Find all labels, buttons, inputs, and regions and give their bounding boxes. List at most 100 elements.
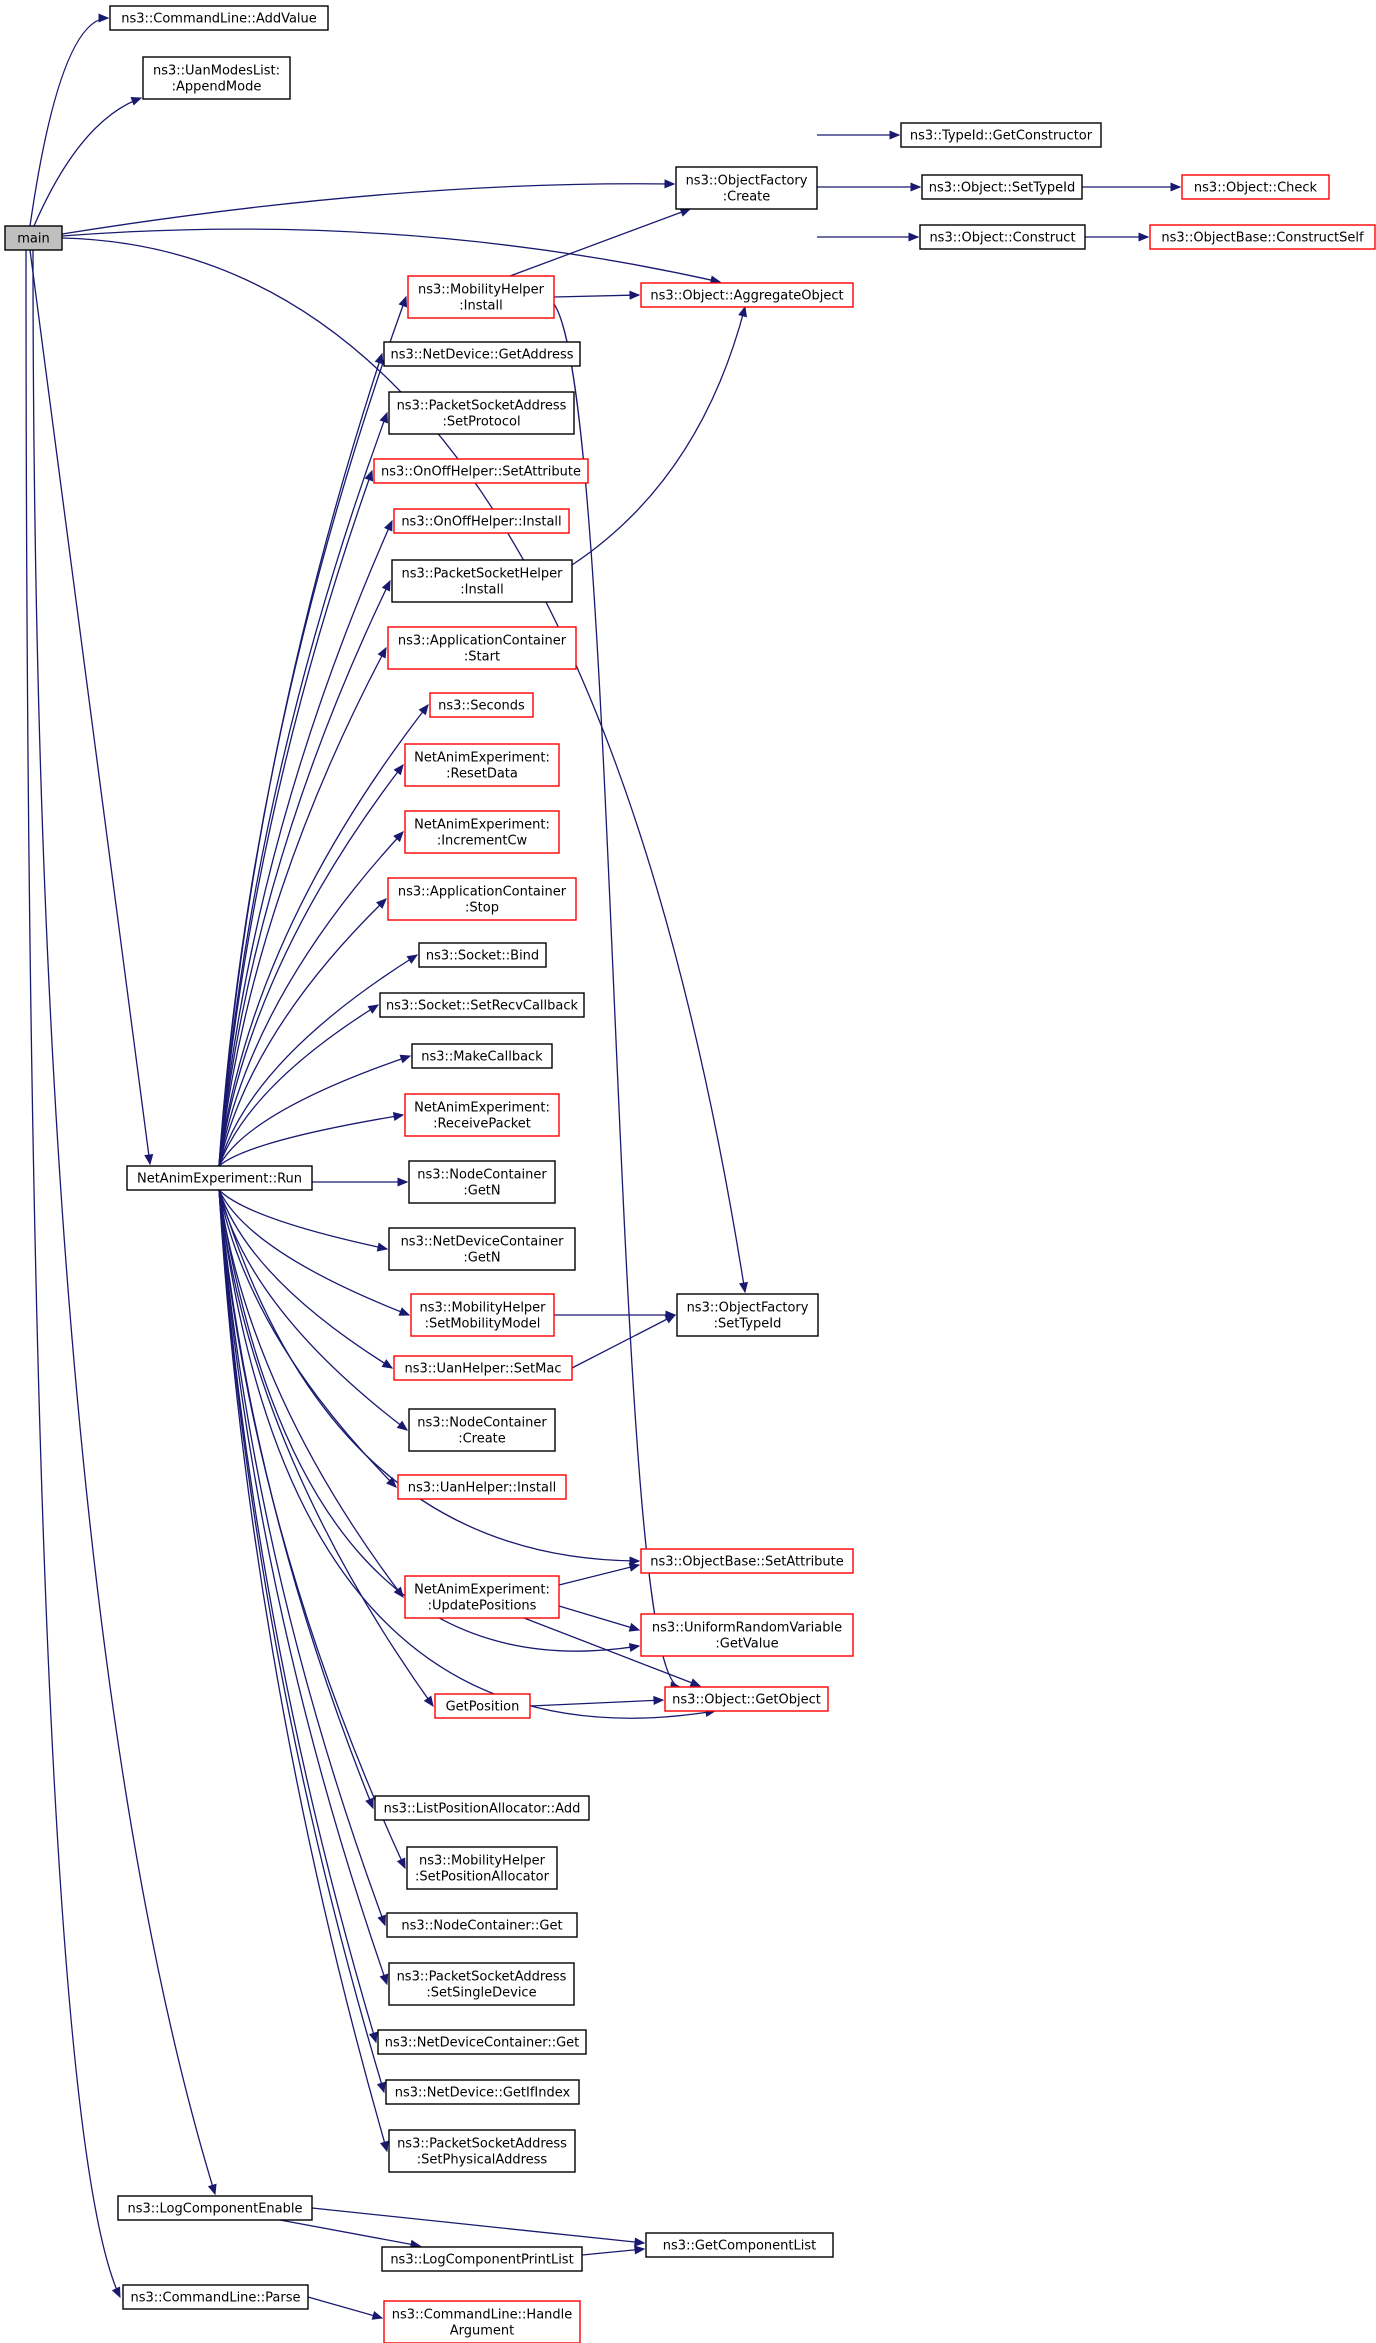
node-getcomplist[interactable]: ns3::GetComponentList xyxy=(645,2232,834,2258)
node-onoff-install[interactable]: ns3::OnOffHelper::Install xyxy=(393,508,570,534)
edge-main-to-nae-run xyxy=(29,249,154,1166)
node-box xyxy=(379,992,585,1018)
edge-log-printlist-to-getcomplist xyxy=(581,2245,646,2256)
node-box xyxy=(381,2246,583,2272)
arrowhead xyxy=(367,1004,380,1014)
edge-cl-parse-to-cl-handlearg xyxy=(307,2296,384,2320)
node-obj-aggregate[interactable]: ns3::Object::AggregateObject xyxy=(640,282,854,308)
node-mob-setmobmodel[interactable]: ns3::MobilityHelper:SetMobilityModel xyxy=(410,1293,555,1337)
node-of-settypeid[interactable]: ns3::ObjectFactory:SetTypeId xyxy=(676,1293,819,1337)
node-box xyxy=(117,2195,313,2221)
node-main[interactable]: main xyxy=(4,225,63,251)
node-label: ns3::NetDevice::GetIfIndex xyxy=(395,2086,571,2101)
edge-of-create-to-typeid-getconstructor xyxy=(817,130,901,140)
node-cl-parse[interactable]: ns3::CommandLine::Parse xyxy=(122,2284,309,2310)
node-nd-getaddress[interactable]: ns3::NetDevice::GetAddress xyxy=(383,341,581,367)
node-uan-install[interactable]: ns3::UanHelper::Install xyxy=(397,1474,567,1500)
node-nae-incrementcw[interactable]: NetAnimExperiment::IncrementCw xyxy=(404,810,560,854)
node-psa-setphys[interactable]: ns3::PacketSocketAddress:SetPhysicalAddr… xyxy=(388,2129,576,2173)
node-sock-setrecv[interactable]: ns3::Socket::SetRecvCallback xyxy=(379,992,585,1018)
node-onoff-setattr[interactable]: ns3::OnOffHelper::SetAttribute xyxy=(373,458,589,484)
node-uan-appendmode[interactable]: ns3::UanModesList::AppendMode xyxy=(142,56,291,100)
call-nodes: main ns3::CommandLine::AddValuens3::UanMo… xyxy=(4,5,1376,2343)
node-label: ns3::CommandLine::Parse xyxy=(130,2291,300,2306)
arrowhead xyxy=(1170,182,1182,192)
node-label: ns3::ApplicationContainer xyxy=(398,885,567,900)
node-label: :SetPositionAllocator xyxy=(415,1870,550,1885)
node-lpa-add[interactable]: ns3::ListPositionAllocator::Add xyxy=(374,1795,590,1821)
node-box xyxy=(404,1093,560,1137)
arrowhead xyxy=(628,1642,641,1652)
node-log-printlist[interactable]: ns3::LogComponentPrintList xyxy=(381,2246,583,2272)
arrowhead xyxy=(392,1112,405,1122)
node-psa-setsingle[interactable]: ns3::PacketSocketAddress:SetSingleDevice xyxy=(388,1962,575,2006)
node-getposition[interactable]: GetPosition xyxy=(434,1693,531,1719)
node-label: :SetProtocol xyxy=(442,415,520,430)
node-log-enable[interactable]: ns3::LogComponentEnable xyxy=(117,2195,313,2221)
node-box xyxy=(675,166,818,210)
node-box xyxy=(397,1474,567,1500)
node-objbase-constructself[interactable]: ns3::ObjectBase::ConstructSelf xyxy=(1149,224,1376,250)
node-label: ns3::LogComponentPrintList xyxy=(390,2253,573,2268)
node-label: ns3::NetDeviceContainer xyxy=(401,1235,565,1250)
node-sock-bind[interactable]: ns3::Socket::Bind xyxy=(418,942,547,968)
arrowhead xyxy=(381,579,391,592)
node-seconds[interactable]: ns3::Seconds xyxy=(429,692,534,718)
arrowhead xyxy=(374,352,384,365)
node-psh-install[interactable]: ns3::PacketSocketHelper:Install xyxy=(391,559,573,603)
edge-nae-run-to-nd-getaddress xyxy=(218,352,384,1167)
node-nc-create[interactable]: ns3::NodeContainer:Create xyxy=(408,1408,556,1452)
node-cl-addvalue[interactable]: ns3::CommandLine::AddValue xyxy=(109,5,329,31)
node-objbase-setattr[interactable]: ns3::ObjectBase::SetAttribute xyxy=(640,1548,854,1574)
arrowhead xyxy=(634,2245,646,2255)
node-ndc-getn[interactable]: ns3::NetDeviceContainer:GetN xyxy=(388,1227,576,1271)
node-box xyxy=(386,1912,578,1938)
node-nc-get[interactable]: ns3::NodeContainer::Get xyxy=(386,1912,578,1938)
node-obj-check[interactable]: ns3::Object::Check xyxy=(1181,174,1330,200)
node-urv-getvalue[interactable]: ns3::UniformRandomVariable:GetValue xyxy=(640,1613,854,1657)
node-of-create[interactable]: ns3::ObjectFactory:Create xyxy=(675,166,818,210)
node-label: :IncrementCw xyxy=(437,834,528,849)
node-box xyxy=(385,2079,580,2105)
node-mob-install[interactable]: ns3::MobilityHelper:Install xyxy=(407,275,555,319)
node-obj-settypeid[interactable]: ns3::Object::SetTypeId xyxy=(921,174,1083,200)
edge-nae-run-to-nae-incrementcw xyxy=(218,831,404,1167)
edge-nae-run-to-nae-resetdata xyxy=(218,763,404,1167)
edge-uan-setmac-to-of-settypeid xyxy=(571,1314,677,1369)
node-nd-getifindex[interactable]: ns3::NetDevice::GetIfIndex xyxy=(385,2079,580,2105)
node-ndc-get[interactable]: ns3::NetDeviceContainer::Get xyxy=(377,2029,587,2055)
node-box xyxy=(393,1355,573,1381)
node-nae-resetdata[interactable]: NetAnimExperiment::ResetData xyxy=(404,743,560,787)
node-nae-updatepos[interactable]: NetAnimExperiment::UpdatePositions xyxy=(404,1575,560,1619)
arrowhead xyxy=(396,1857,406,1870)
node-box xyxy=(387,877,577,921)
node-mob-setposalloc[interactable]: ns3::MobilityHelper:SetPositionAllocator xyxy=(406,1846,558,1890)
node-makecallback[interactable]: ns3::MakeCallback xyxy=(411,1043,553,1069)
node-nae-run[interactable]: NetAnimExperiment::Run xyxy=(126,1165,313,1191)
node-ac-start[interactable]: ns3::ApplicationContainer:Start xyxy=(387,626,577,670)
edge-nae-run-to-mob-setposalloc xyxy=(218,1189,406,1870)
arrowhead xyxy=(368,2031,378,2044)
node-obj-construct[interactable]: ns3::Object::Construct xyxy=(919,224,1086,250)
node-nae-receivepacket[interactable]: NetAnimExperiment::ReceivePacket xyxy=(404,1093,560,1137)
node-label: :Install xyxy=(460,583,504,598)
node-obj-getobject[interactable]: ns3::Object::GetObject xyxy=(664,1686,829,1712)
node-label: ns3::UniformRandomVariable xyxy=(652,1621,842,1636)
node-typeid-getconstructor[interactable]: ns3::TypeId::GetConstructor xyxy=(900,122,1102,148)
node-box xyxy=(410,1293,555,1337)
edge-of-create-to-obj-settypeid xyxy=(817,182,922,192)
edge-main-to-uan-appendmode xyxy=(33,96,143,227)
node-label: ns3::MobilityHelper xyxy=(419,1301,546,1316)
edge-nae-run-to-psh-install xyxy=(218,579,391,1167)
node-nc-getn[interactable]: ns3::NodeContainer:GetN xyxy=(408,1160,556,1204)
node-label: ns3::OnOffHelper::SetAttribute xyxy=(381,465,581,480)
node-ac-stop[interactable]: ns3::ApplicationContainer:Stop xyxy=(387,877,577,921)
node-psa-setprotocol[interactable]: ns3::PacketSocketAddress:SetProtocol xyxy=(388,391,575,435)
arrowhead xyxy=(629,1556,641,1566)
edge-main-to-of-settypeid xyxy=(61,237,749,1294)
node-box xyxy=(122,2284,309,2310)
edge-nae-run-to-nc-get xyxy=(218,1189,386,1927)
node-uan-setmac[interactable]: ns3::UanHelper::SetMac xyxy=(393,1355,573,1381)
node-label: ns3::NetDevice::GetAddress xyxy=(390,348,573,363)
